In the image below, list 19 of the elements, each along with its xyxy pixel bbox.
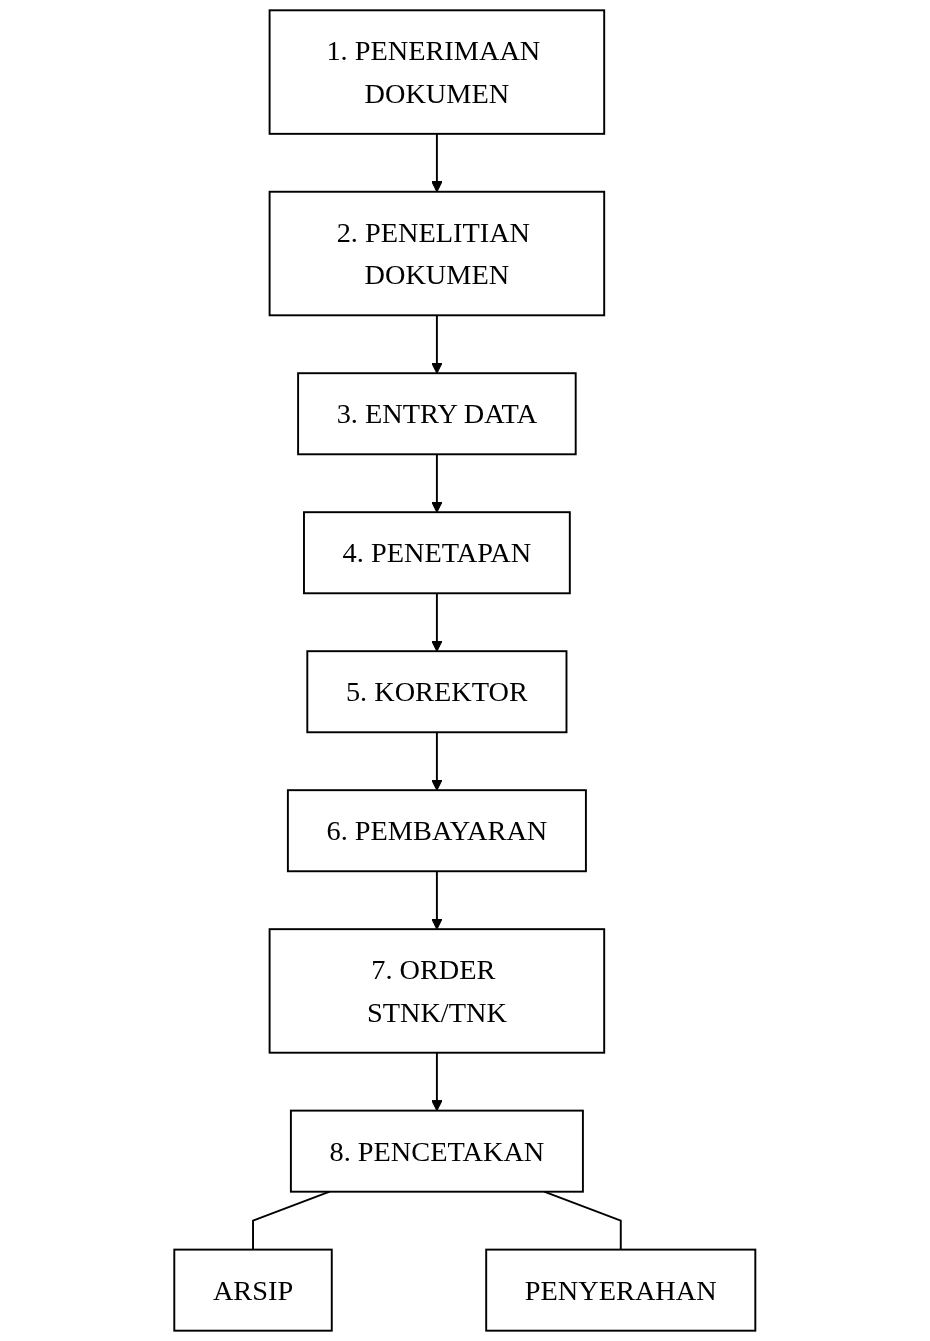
arrow [431,731,443,791]
node-box: 2. PENELITIAN DOKUMEN [268,190,606,317]
arrow [431,1051,443,1112]
arrow [431,592,443,652]
node-box: 5. KOREKTOR [306,650,568,734]
node-box: 7. ORDER STNK/TNK [268,928,606,1054]
node-box: 4. PENETAPAN [303,511,571,595]
node-box: 6. PEMBAYARAN [287,789,588,873]
node-box: 1. PENERIMAAN DOKUMEN [268,9,606,135]
node-box: ARSIP [173,1248,333,1332]
connector [252,1190,331,1251]
arrow [431,870,443,930]
arrow [431,132,443,193]
arrow [431,314,443,374]
connector [543,1190,622,1251]
node-box: 3. ENTRY DATA [297,372,577,456]
node-box: 8. PENCETAKAN [290,1109,585,1193]
node-box: PENYERAHAN [485,1248,757,1332]
arrow [431,453,443,513]
